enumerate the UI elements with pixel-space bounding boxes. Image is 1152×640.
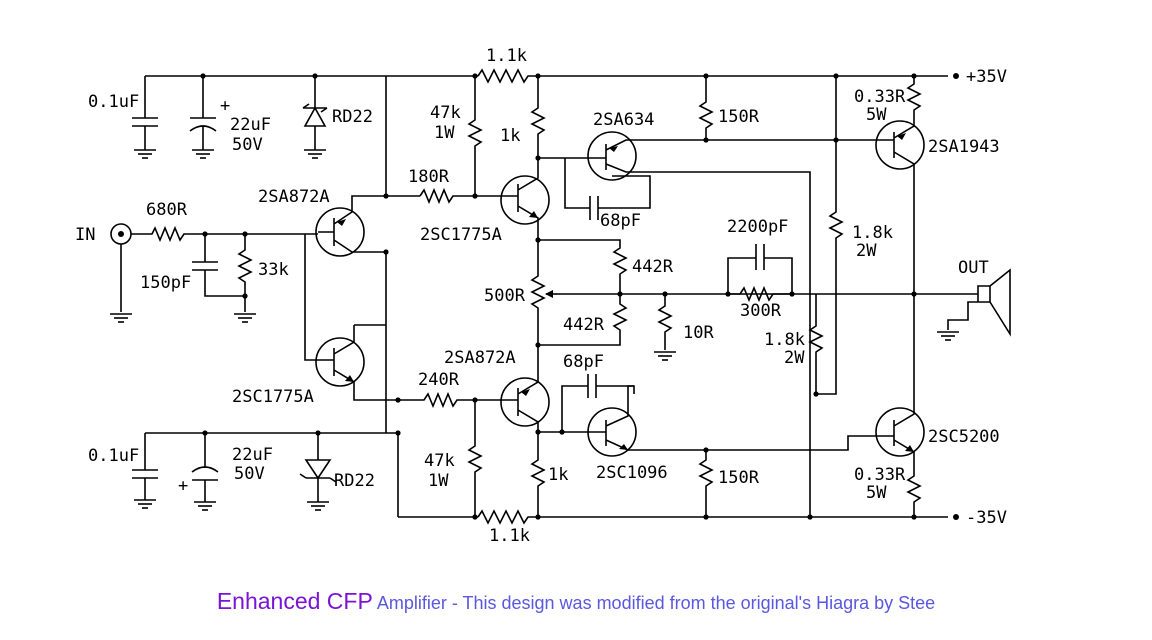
bulk-capacitor-bottom-plus: + (178, 476, 188, 496)
bias-potentiometer-label: 500R (484, 286, 526, 306)
driver-transistor-pnp-label: 2SA634 (593, 110, 654, 130)
input-resistor (131, 225, 318, 243)
bias-resistor-top-value: 47k (430, 103, 461, 123)
output-emitter-resistor-top-value: 0.33R (854, 87, 906, 107)
driver-resistor-top-label: 150R (718, 107, 760, 127)
decoupling-capacitor-top-label: 0.1uF (88, 92, 139, 112)
ground-resistor-label: 10R (683, 323, 714, 343)
junction-dots (200, 73, 917, 520)
bias-potentiometer (530, 239, 628, 346)
amplifier-schematic: +35V -35V IN OUT 1.1k 1.1k 0.1uF 0.1uF +… (75, 46, 1011, 546)
output-transistor-npn (840, 294, 925, 472)
compensation-capacitor-bottom (561, 374, 634, 432)
input-pair-wire (354, 76, 420, 433)
decoupling-capacitor-top (132, 76, 158, 159)
bias-resistor-top (467, 76, 483, 196)
bias-resistor-bottom-value: 47k (424, 451, 455, 471)
feedback-capacitor (727, 244, 793, 294)
feedback-resistor-bottom-label: 1.1k (489, 526, 530, 546)
driver-transistor-npn (538, 385, 840, 457)
bias-resistor-top-power: 1W (434, 123, 455, 143)
zener-diode-top-label: RD22 (332, 107, 373, 127)
input-filter-capacitor-label: 150pF (140, 273, 191, 293)
input-transistor-npn-label: 2SC1775A (232, 387, 314, 407)
vas-base-resistor-bottom-label: 240R (418, 370, 460, 390)
input-filter-capacitor (192, 234, 245, 297)
output-bias-resistor-top (816, 76, 844, 395)
zener-diode-bottom (299, 433, 337, 511)
bulk-capacitor-top (189, 76, 217, 159)
vas-emitter-resistor-bottom (530, 450, 546, 517)
input-transistor-npn (315, 325, 398, 401)
input-transistor-pnp-label: 2SA872A (258, 187, 330, 207)
output-emitter-resistor-bottom-value: 0.33R (854, 465, 906, 485)
bias-network-resistor-top-label: 442R (632, 257, 674, 277)
vas-transistor-pnp-label: 2SA872A (444, 348, 516, 368)
vas-base-resistor-top-label: 180R (408, 167, 450, 187)
positive-rail-label: +35V (966, 67, 1007, 87)
driver-resistor-top (698, 76, 714, 140)
caption: Enhanced CFP Amplifier - This design was… (0, 588, 1152, 615)
input-shunt-resistor (233, 234, 257, 323)
vas-emitter-resistor-top-label: 1k (500, 126, 520, 146)
bulk-capacitor-top-voltage: 50V (232, 135, 263, 155)
driver-transistor-npn-label: 2SC1096 (596, 463, 668, 483)
feedback-resistor-label: 300R (740, 301, 782, 321)
vas-transistor-npn (498, 158, 550, 240)
output-bias-resistor-top-power: 2W (856, 241, 877, 261)
output-emitter-resistor-top (906, 76, 922, 112)
output-bias-resistor-top-value: 1.8k (852, 223, 893, 243)
output-transistor-pnp-label: 2SA1943 (928, 137, 1000, 157)
input-label: IN (75, 225, 95, 245)
ground-resistor (653, 294, 677, 361)
vas-transistor-pnp (500, 345, 550, 450)
zener-diode-top (302, 76, 328, 159)
driver-transistor-pnp (587, 131, 836, 517)
bulk-capacitor-bottom (191, 433, 219, 511)
negative-rail (398, 514, 959, 520)
negative-rail-label: -35V (966, 508, 1007, 528)
input-stage-wire (304, 234, 320, 361)
output-emitter-resistor-bottom (906, 472, 922, 517)
output-transistor-npn-label: 2SC5200 (928, 427, 1000, 447)
feedback-resistor (728, 285, 792, 303)
feedback-resistor-top (477, 68, 532, 84)
output-label: OUT (958, 258, 989, 278)
compensation-capacitor-bottom-label: 68pF (563, 352, 604, 372)
output-bias-resistor-bottom-power: 2W (784, 348, 805, 368)
bulk-capacitor-top-value: 22uF (230, 115, 271, 135)
bias-resistor-bottom-power: 1W (428, 471, 449, 491)
vas-emitter-resistor-top (530, 76, 600, 159)
compensation-capacitor-top (564, 158, 651, 220)
bulk-capacitor-bottom-value: 22uF (232, 445, 273, 465)
output-bias-resistor-bottom-value: 1.8k (764, 330, 805, 350)
feedback-resistor-top-label: 1.1k (486, 46, 527, 66)
input-transistor-pnp (315, 195, 386, 257)
output-emitter-resistor-bottom-power: 5W (866, 483, 887, 503)
bias-network-resistor-bottom-label: 442R (563, 315, 605, 335)
vas-base-resistor-bottom (398, 391, 500, 409)
output-emitter-resistor-top-power: 5W (866, 105, 887, 125)
driver-resistor-bottom (698, 450, 714, 517)
zener-diode-bottom-label: RD22 (334, 471, 375, 491)
driver-resistor-bottom-label: 150R (718, 468, 760, 488)
output-transistor-pnp (836, 112, 925, 294)
speaker-icon (936, 268, 1011, 341)
caption-subtitle: Amplifier - This design was modified fro… (372, 593, 936, 613)
feedback-capacitor-label: 2200pF (727, 217, 788, 237)
caption-title: Enhanced CFP (216, 588, 373, 614)
vas-base-resistor-top (419, 187, 498, 205)
feedback-resistor-bottom (477, 509, 532, 525)
bulk-capacitor-top-plus: + (220, 96, 230, 116)
decoupling-capacitor-bottom-label: 0.1uF (88, 446, 139, 466)
input-shunt-resistor-label: 33k (258, 260, 289, 280)
input-resistor-label: 680R (146, 200, 188, 220)
vas-emitter-resistor-bottom-label: 1k (548, 465, 568, 485)
bias-resistor-bottom (467, 400, 483, 517)
input-jack (109, 223, 133, 323)
vas-transistor-npn-label: 2SC1775A (420, 225, 502, 245)
output-bias-resistor-bottom (808, 294, 824, 394)
bulk-capacitor-bottom-voltage: 50V (234, 464, 265, 484)
compensation-capacitor-top-label: 68pF (600, 211, 641, 231)
